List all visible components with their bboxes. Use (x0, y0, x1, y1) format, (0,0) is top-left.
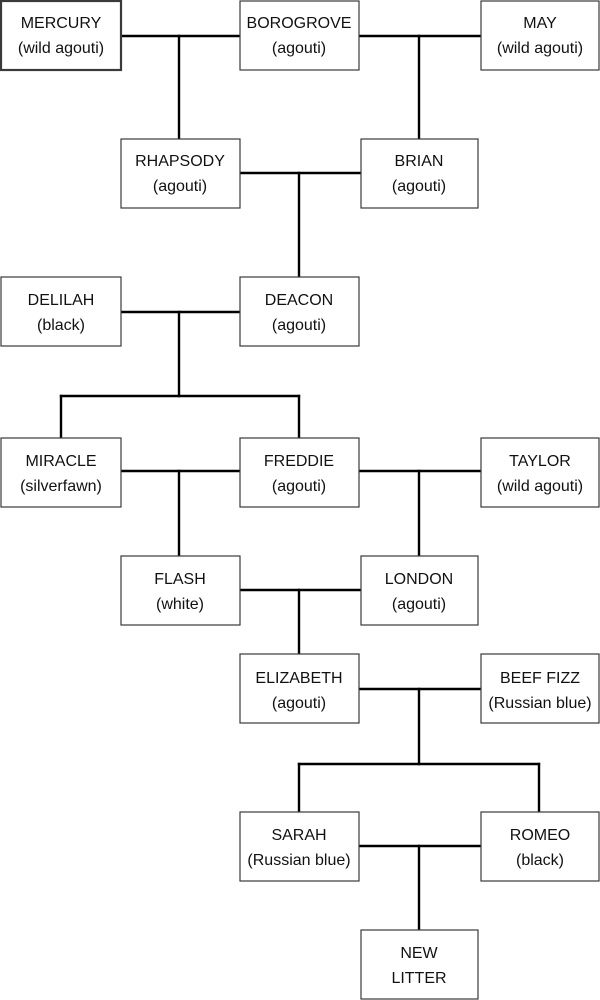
node-freddie: FREDDIE (agouti) (239, 437, 360, 508)
node-name: ELIZABETH (255, 670, 342, 687)
connector-lines (59, 34, 541, 932)
node-color: (wild agouti) (497, 40, 583, 57)
node-new-litter: NEW LITTER (360, 929, 479, 1000)
node-color: (agouti) (272, 40, 326, 57)
node-name: MAY (523, 15, 557, 32)
node-name: BRIAN (395, 153, 444, 170)
node-taylor: TAYLOR (wild agouti) (480, 437, 600, 508)
node-name: MIRACLE (25, 453, 96, 470)
node-box (239, 0, 360, 71)
node-box (480, 437, 600, 508)
node-box (480, 653, 600, 724)
node-box (0, 0, 123, 72)
node-name: DELILAH (28, 292, 95, 309)
node-miracle: MIRACLE (silverfawn) (0, 437, 122, 508)
node-color: (wild agouti) (497, 478, 583, 495)
node-name: LONDON (385, 571, 453, 588)
node-color: (Russian blue) (488, 695, 591, 712)
node-name: MERCURY (21, 15, 102, 32)
node-may: MAY (wild agouti) (480, 0, 600, 71)
node-name: RHAPSODY (135, 153, 225, 170)
node-borogrove: BOROGROVE (agouti) (239, 0, 360, 71)
node-box (120, 138, 241, 209)
node-color: (wild agouti) (18, 40, 104, 57)
node-color: (Russian blue) (247, 852, 350, 869)
node-color: (agouti) (272, 695, 326, 712)
node-romeo: ROMEO (black) (480, 811, 600, 882)
node-london: LONDON (agouti) (360, 555, 479, 626)
node-box (360, 929, 479, 1000)
node-box (120, 555, 241, 626)
node-name: NEW (400, 945, 438, 962)
node-elizabeth: ELIZABETH (agouti) (239, 653, 360, 724)
node-color: (agouti) (392, 596, 446, 613)
node-name: ROMEO (510, 827, 570, 844)
node-box (0, 437, 122, 508)
node-name: DEACON (265, 292, 333, 309)
node-box (480, 0, 600, 71)
node-color: (white) (156, 596, 204, 613)
node-mercury: MERCURY (wild agouti) (0, 0, 123, 72)
node-beef-fizz: BEEF FIZZ (Russian blue) (480, 653, 600, 724)
node-color: LITTER (391, 970, 446, 987)
node-color: (agouti) (153, 178, 207, 195)
node-color: (agouti) (272, 317, 326, 334)
node-rhapsody: RHAPSODY (agouti) (120, 138, 241, 209)
node-sarah: SARAH (Russian blue) (239, 811, 360, 882)
node-name: BEEF FIZZ (500, 670, 580, 687)
node-color: (silverfawn) (20, 478, 102, 495)
node-box (239, 653, 360, 724)
node-box (239, 811, 360, 882)
node-box (360, 555, 479, 626)
node-name: SARAH (271, 827, 326, 844)
node-flash: FLASH (white) (120, 555, 241, 626)
node-color: (black) (516, 852, 564, 869)
node-color: (agouti) (392, 178, 446, 195)
node-box (239, 437, 360, 508)
node-name: TAYLOR (509, 453, 571, 470)
node-deacon: DEACON (agouti) (239, 276, 360, 347)
node-box (360, 138, 479, 209)
node-box (239, 276, 360, 347)
node-name: FREDDIE (264, 453, 334, 470)
node-box (0, 276, 122, 347)
node-delilah: DELILAH (black) (0, 276, 122, 347)
node-color: (agouti) (272, 478, 326, 495)
node-box (480, 811, 600, 882)
node-brian: BRIAN (agouti) (360, 138, 479, 209)
node-color: (black) (37, 317, 85, 334)
node-name: BOROGROVE (247, 15, 352, 32)
node-name: FLASH (154, 571, 206, 588)
